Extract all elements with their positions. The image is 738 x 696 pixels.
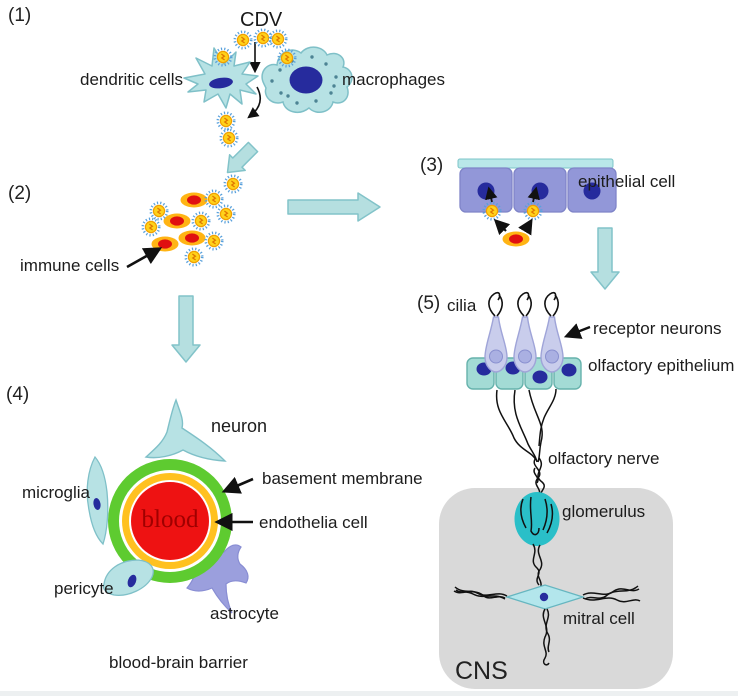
virus-icon bbox=[268, 29, 288, 49]
immune-cells-label: immune cells bbox=[20, 256, 120, 275]
section-2-immune-cells bbox=[126, 174, 243, 269]
virus-to-cell-arrow-icon bbox=[527, 186, 540, 203]
immune-cell-shape bbox=[180, 192, 208, 208]
cilia-squiggles bbox=[488, 291, 559, 317]
blood-core bbox=[131, 482, 209, 560]
virus-icon bbox=[184, 247, 204, 267]
macrophages-label: macrophages bbox=[342, 70, 446, 89]
microglia-nucleus bbox=[93, 498, 101, 510]
step-2-label: (2) bbox=[8, 183, 32, 204]
mitral-cell-nucleus bbox=[539, 592, 549, 602]
epithelium-nuclei bbox=[476, 361, 577, 384]
section-4-bbb bbox=[86, 397, 254, 614]
olfactory-epithelium-label: olfactory epithelium bbox=[588, 356, 735, 375]
arrow-step2-to-step3-icon bbox=[287, 192, 381, 222]
virus-icon bbox=[204, 189, 224, 209]
immune-cell-shape bbox=[502, 231, 530, 247]
astrocyte-label: astrocyte bbox=[210, 604, 279, 623]
virus-icon bbox=[191, 211, 211, 231]
virus-icon bbox=[219, 128, 239, 148]
blood-brain-barrier-caption: blood-brain barrier bbox=[109, 653, 248, 672]
dendritic-cells-label: dendritic cells bbox=[80, 70, 183, 89]
step-5-label: (5) bbox=[417, 293, 441, 314]
dendritic-cell-nucleus bbox=[209, 77, 233, 89]
epithelial-cell-label: epithelial cell bbox=[578, 172, 676, 191]
section-3-epithelium bbox=[457, 158, 617, 247]
immune-cell-shape bbox=[163, 213, 191, 229]
immune-cells-pointer-arrow-icon bbox=[126, 247, 163, 269]
neuron-shape bbox=[144, 397, 227, 462]
receptor-neurons bbox=[484, 291, 564, 373]
blood-label: blood bbox=[141, 506, 199, 533]
receptor-neurons-label: receptor neurons bbox=[593, 319, 722, 338]
glomerulus-fibers bbox=[520, 496, 554, 587]
arrow-step3-to-step5-icon bbox=[590, 227, 620, 290]
receptor-neurons-pointer-arrow-icon bbox=[563, 323, 591, 339]
olfactory-axons bbox=[495, 388, 557, 500]
immune-cell-shape bbox=[151, 236, 179, 252]
virus-to-cell-arrow-icon bbox=[485, 186, 498, 203]
arrow-step2-to-step4-icon bbox=[171, 295, 201, 363]
mitral-cell-dendrites bbox=[453, 585, 641, 666]
virus-icon bbox=[223, 174, 243, 194]
virus-icon bbox=[141, 217, 161, 237]
cilia-label: cilia bbox=[447, 296, 477, 315]
flow-arrows bbox=[171, 141, 620, 363]
immune-cell-shape bbox=[178, 230, 206, 246]
virus-icon bbox=[233, 30, 253, 50]
basement-membrane-pointer-arrow-icon bbox=[221, 476, 254, 494]
mitral-cell-label: mitral cell bbox=[563, 609, 635, 628]
endothelia-cell-label: endothelia cell bbox=[259, 513, 368, 532]
virus-icon bbox=[216, 204, 236, 224]
step-4-label: (4) bbox=[6, 384, 30, 405]
section-5-olfactory bbox=[453, 291, 641, 666]
pericyte-shape bbox=[102, 559, 154, 596]
arrow-step1-to-step2-icon bbox=[226, 141, 259, 174]
epithelium-apical-bar bbox=[457, 158, 614, 169]
pericyte-label: pericyte bbox=[54, 579, 114, 598]
release-arrow-icon bbox=[518, 218, 533, 236]
section-1-entry bbox=[183, 28, 353, 148]
step-1-label: (1) bbox=[8, 5, 32, 26]
cdv-label: CDV bbox=[240, 9, 283, 31]
virus-particles-cluster bbox=[141, 174, 243, 267]
receptor-neuron-nuclei bbox=[489, 349, 559, 364]
release-arrow-icon bbox=[493, 218, 511, 236]
virus-release-arrow-icon bbox=[247, 86, 262, 119]
glomerulus-shape bbox=[514, 492, 560, 546]
neuron-label: neuron bbox=[211, 416, 268, 436]
olfactory-nerve-label: olfactory nerve bbox=[548, 449, 660, 468]
bottom-strip bbox=[0, 691, 738, 696]
basement-membrane-label: basement membrane bbox=[262, 469, 423, 488]
glomerulus-label: glomerulus bbox=[562, 502, 646, 521]
virus-icon bbox=[204, 231, 224, 251]
pericyte-nucleus bbox=[127, 574, 137, 588]
virus-icon bbox=[149, 201, 169, 221]
microglia-label: microglia bbox=[22, 483, 91, 502]
step-3-label: (3) bbox=[420, 155, 444, 176]
receptor-neuron-bodies bbox=[484, 316, 564, 373]
macrophage-nucleus bbox=[289, 66, 323, 94]
virus-icon bbox=[216, 111, 236, 131]
cns-label: CNS bbox=[455, 657, 508, 685]
